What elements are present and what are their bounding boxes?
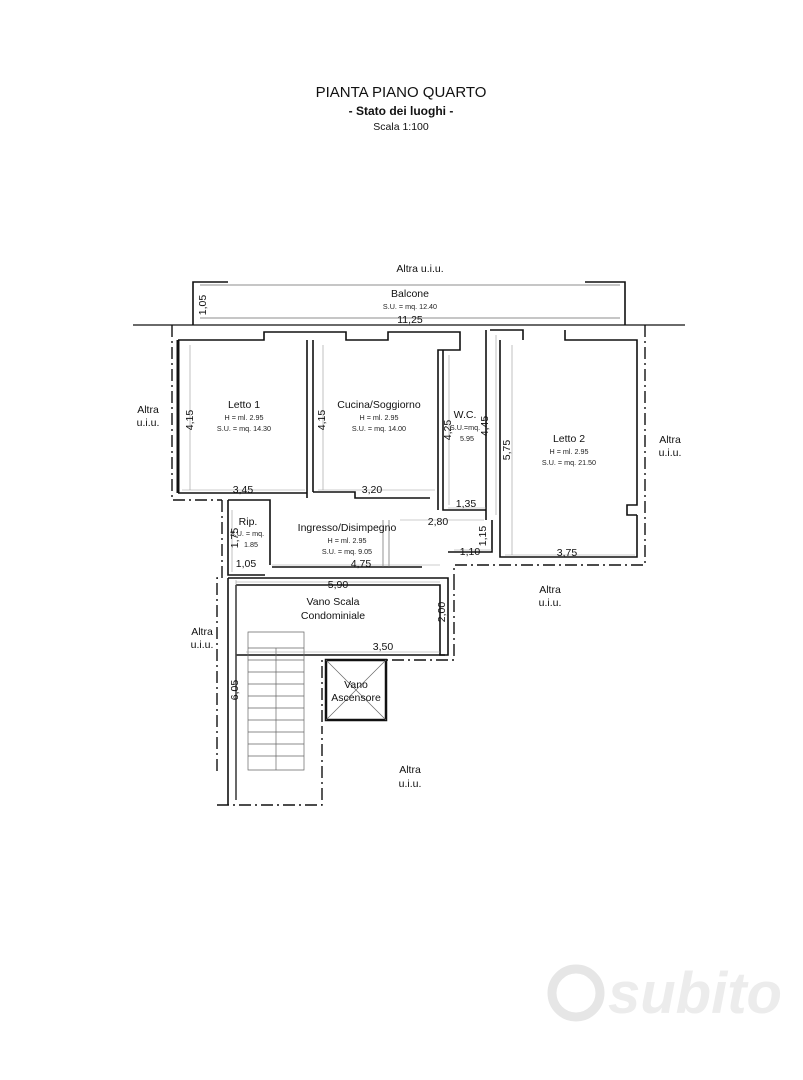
- dim-ingresso-small: 1,15: [477, 526, 489, 547]
- height-label-ingresso: H = ml. 2.95: [328, 536, 367, 545]
- room-label-scala: Vano Scala: [307, 596, 360, 608]
- subito-logo-watermark: subito: [547, 961, 782, 1026]
- dim-letto2-height: 5,75: [501, 440, 513, 461]
- area-label-cucina: S.U. = mq. 14.00: [352, 424, 406, 433]
- neighbor-label-right-2: u.i.u.: [659, 447, 682, 459]
- room-label-wc: W.C.: [454, 409, 477, 421]
- boundary-right-mid: [321, 578, 455, 728]
- room-label-balcone: Balcone: [391, 288, 429, 300]
- room-label-letto2: Letto 2: [553, 433, 585, 445]
- neighbor-label-left-bottom: Altra: [191, 626, 213, 638]
- logo-text: subito: [608, 961, 782, 1026]
- plan-title: PIANTA PIANO QUARTO: [316, 84, 487, 101]
- dim-ingresso-width: 2,80: [428, 516, 449, 528]
- plan-scale: Scala 1:100: [373, 121, 429, 133]
- neighbor-label-left-bottom-2: u.i.u.: [191, 639, 214, 651]
- neighbor-label-right: Altra: [659, 434, 681, 446]
- dim-rip-height: 1,75: [229, 528, 241, 549]
- height-label-letto1: H = ml. 2.95: [225, 413, 264, 422]
- dim-balcone-depth: 1,05: [197, 295, 209, 316]
- neighbor-label-mid-right: Altra: [539, 584, 561, 596]
- area-value-rip: 1.85: [244, 540, 258, 549]
- dim-scala-height: 2,00: [436, 602, 448, 623]
- neighbor-label-top: Altra u.i.u.: [396, 263, 443, 275]
- area-label-wc: S.U.=mq.: [450, 423, 480, 432]
- elevator-shaft: [324, 658, 388, 722]
- neighbor-label-left-top-2: u.i.u.: [137, 417, 160, 429]
- area-label-balcone: S.U. = mq. 12.40: [383, 302, 437, 311]
- dim-letto1-height: 4,15: [184, 410, 196, 431]
- neighbor-label-bottom: Altra: [399, 764, 421, 776]
- dim-wc-height: 4,25: [442, 420, 454, 441]
- area-label-rip: S.U. = mq.: [230, 529, 264, 538]
- boundary-right-upper: [453, 325, 646, 578]
- stair-treads: [247, 631, 305, 771]
- wall-rooms-bottom: [178, 491, 430, 499]
- dim-cucina-height: 4,15: [316, 410, 328, 431]
- wall-letto1-cucina: [306, 340, 314, 498]
- neighbor-label-mid-right-2: u.i.u.: [539, 597, 562, 609]
- dim-scala-width: 5,90: [328, 579, 349, 591]
- boundary-left-upper: [171, 325, 222, 501]
- wall-letto2: [490, 329, 638, 558]
- wall-top-rooms: [178, 331, 461, 510]
- dim-scala-depth: 6,05: [229, 680, 241, 701]
- dim-letto2-width: 3,75: [557, 547, 578, 559]
- height-label-letto2: H = ml. 2.95: [550, 447, 589, 456]
- wall-rip: [228, 499, 271, 565]
- height-label-cucina: H = ml. 2.95: [360, 413, 399, 422]
- dimension-lines: [182, 335, 635, 800]
- dim-balcone-width: 11,25: [397, 314, 423, 326]
- balcony-outline: [192, 281, 626, 325]
- area-label-ingresso: S.U. = mq. 9.05: [322, 547, 372, 556]
- room-label-ascensore-2: Ascensore: [331, 692, 381, 704]
- boundary-bottom: [217, 728, 323, 806]
- area-label-letto2: S.U. = mq. 21.50: [542, 458, 596, 467]
- dim-rip-width: 1,05: [236, 558, 257, 570]
- area-label-letto1: S.U. = mq. 14.30: [217, 424, 271, 433]
- boundary-left-mid: [216, 500, 223, 775]
- area-value-wc: 5.95: [460, 434, 474, 443]
- dim-letto1-width: 3,45: [233, 484, 254, 496]
- room-label-ascensore: Vano: [344, 679, 368, 691]
- room-label-letto1: Letto 1: [228, 399, 260, 411]
- room-label-scala-2: Condominiale: [301, 610, 365, 622]
- wall-ingresso: [227, 500, 493, 576]
- plan-subtitle: - Stato dei luoghi -: [349, 104, 454, 118]
- dim-wc-width: 1,35: [456, 498, 477, 510]
- wall-wc: [442, 330, 487, 520]
- room-label-cucina: Cucina/Soggiorno: [337, 399, 421, 411]
- dim-ingresso-step: 1,10: [460, 546, 481, 558]
- neighbor-label-left-top: Altra: [137, 404, 159, 416]
- neighbor-label-bottom-2: u.i.u.: [399, 778, 422, 790]
- dim-ingresso-bottom: 4,75: [351, 558, 372, 570]
- dim-cucina-width: 3,20: [362, 484, 383, 496]
- dim-scala-inner: 3,50: [373, 641, 394, 653]
- room-label-ingresso: Ingresso/Disimpegno: [298, 522, 397, 534]
- room-label-rip: Rip.: [239, 516, 258, 528]
- dim-wc-height-2: 4,45: [479, 416, 491, 437]
